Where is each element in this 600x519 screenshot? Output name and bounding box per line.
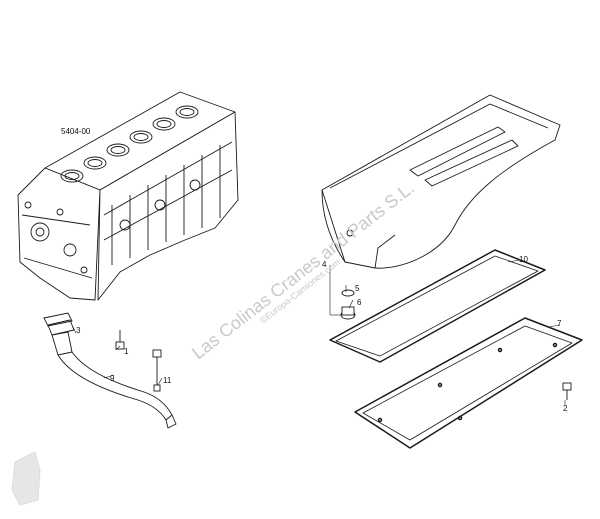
- callout-labels: 5404-00 3 1 9 11 4 5 6 10 7 2: [61, 127, 568, 413]
- sump-gasket: [329, 249, 546, 363]
- oil-sump: [321, 94, 561, 269]
- bolt-2: [562, 382, 572, 400]
- callout-6: 6: [357, 298, 362, 307]
- callout-9: 9: [110, 374, 115, 383]
- callout-5: 5: [355, 284, 360, 293]
- bracket-11: [152, 349, 162, 392]
- section-ref-label: 5404-00: [61, 127, 91, 136]
- pipe-gasket: [43, 312, 73, 327]
- callout-10: 10: [519, 255, 528, 264]
- callout-3: 3: [76, 326, 81, 335]
- bolt-1: [115, 330, 125, 350]
- watermark-logo: [11, 451, 41, 506]
- lower-sump: [354, 317, 583, 449]
- callout-11: 11: [163, 376, 172, 385]
- leader-lines: [72, 259, 566, 405]
- callout-4: 4: [322, 260, 327, 269]
- callout-2: 2: [563, 404, 568, 413]
- drain-plug: [340, 289, 356, 320]
- callout-1: 1: [124, 347, 129, 356]
- oil-pickup-pipe: [47, 319, 177, 429]
- callout-7: 7: [557, 319, 562, 328]
- engine-block: [17, 91, 239, 301]
